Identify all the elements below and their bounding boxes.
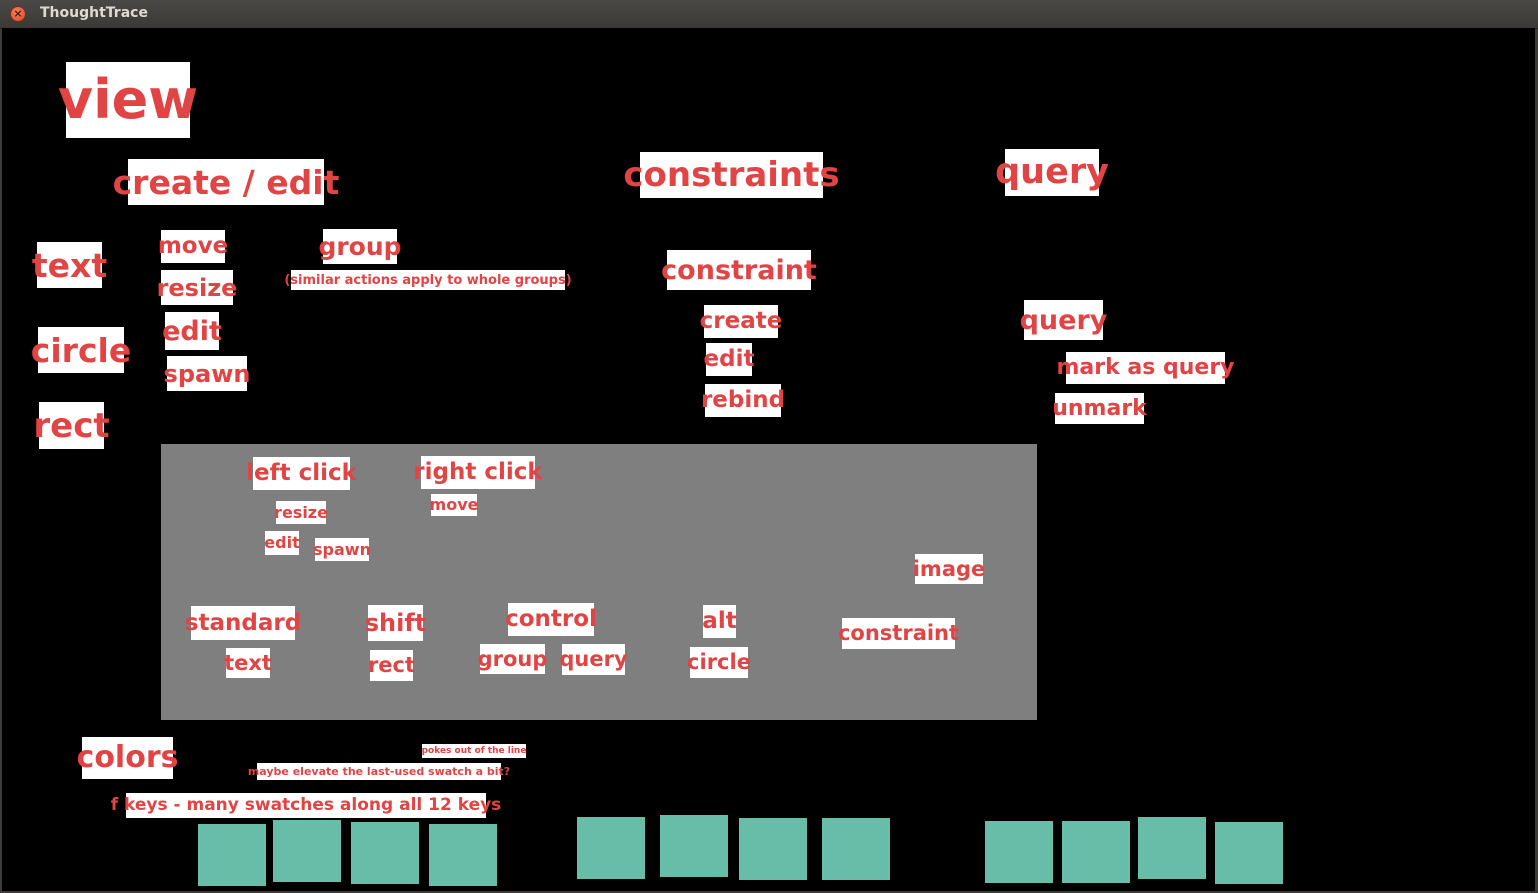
label-right-click[interactable]: right click: [413, 456, 543, 489]
label-lc-spawn[interactable]: spawn: [313, 538, 371, 561]
label-control-group[interactable]: group: [478, 644, 547, 674]
label-query[interactable]: query: [1020, 300, 1107, 340]
window-titlebar: × ThoughtTrace: [0, 0, 1538, 29]
label-resize[interactable]: resize: [157, 270, 237, 305]
label-rect[interactable]: rect: [33, 402, 110, 449]
label-control-query[interactable]: query: [559, 644, 628, 675]
color-swatch[interactable]: [273, 820, 341, 882]
color-swatch[interactable]: [1062, 821, 1130, 883]
label-standard-text[interactable]: text: [224, 648, 272, 678]
label-left-click[interactable]: left click: [246, 457, 357, 490]
label-standard[interactable]: standard: [185, 606, 301, 640]
close-glyph: ×: [13, 7, 23, 20]
label-move[interactable]: move: [158, 230, 228, 263]
window-title: ThoughtTrace: [40, 5, 148, 21]
label-shift-rect[interactable]: rect: [368, 650, 415, 681]
label-edit[interactable]: edit: [162, 312, 222, 350]
label-constraint-rebind[interactable]: rebind: [701, 384, 785, 417]
label-alt[interactable]: alt: [702, 605, 737, 638]
label-spawn[interactable]: spawn: [164, 356, 250, 391]
label-group-note[interactable]: (similar actions apply to whole groups): [284, 270, 572, 290]
color-swatch[interactable]: [429, 824, 497, 886]
label-circle[interactable]: circle: [31, 327, 131, 373]
color-swatch[interactable]: [351, 822, 419, 884]
label-alt-circle[interactable]: circle: [687, 647, 751, 678]
drawing-canvas[interactable]: view create / edit constraints query tex…: [2, 28, 1535, 891]
color-swatch[interactable]: [822, 818, 890, 880]
label-unmark[interactable]: unmark: [1052, 393, 1147, 424]
label-constraints[interactable]: constraints: [623, 152, 840, 198]
label-query-heading[interactable]: query: [995, 149, 1109, 196]
label-constraint-edit[interactable]: edit: [704, 343, 754, 376]
label-text[interactable]: text: [32, 242, 107, 288]
label-create-edit[interactable]: create / edit: [113, 159, 339, 205]
label-mark-as-query[interactable]: mark as query: [1056, 352, 1235, 384]
label-image[interactable]: image: [913, 554, 985, 584]
label-lc-edit[interactable]: edit: [264, 531, 300, 555]
label-colors[interactable]: colors: [77, 737, 178, 779]
label-view[interactable]: view: [58, 62, 198, 138]
label-rc-move[interactable]: move: [429, 494, 479, 516]
label-lc-resize[interactable]: resize: [274, 501, 328, 524]
note-pokes-out[interactable]: pokes out of the line: [422, 744, 526, 758]
color-swatch[interactable]: [739, 818, 807, 880]
label-panel-constraint[interactable]: constraint: [838, 618, 959, 649]
label-shift[interactable]: shift: [365, 605, 426, 641]
color-swatch[interactable]: [577, 817, 645, 879]
color-swatch[interactable]: [660, 815, 728, 877]
color-swatch[interactable]: [1138, 817, 1206, 879]
label-group[interactable]: group: [318, 229, 402, 264]
color-swatch[interactable]: [985, 821, 1053, 883]
label-fkeys[interactable]: f keys - many swatches along all 12 keys: [111, 793, 501, 818]
color-swatch[interactable]: [198, 824, 266, 886]
label-control[interactable]: control: [505, 603, 597, 636]
note-elevate-swatch[interactable]: maybe elevate the last-used swatch a bit…: [247, 763, 511, 780]
label-constraint-create[interactable]: create: [700, 305, 782, 338]
color-swatch[interactable]: [1215, 822, 1283, 884]
close-icon[interactable]: ×: [11, 7, 25, 21]
label-constraint[interactable]: constraint: [661, 250, 817, 290]
